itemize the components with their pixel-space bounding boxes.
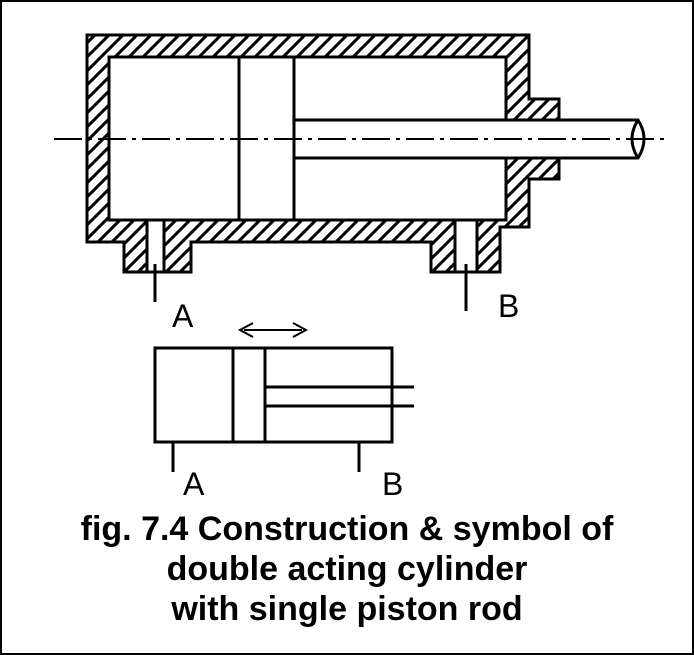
cylinder-diagram [54,33,664,472]
caption-line-2: double acting cylinder [166,550,528,588]
construction-port-b-label: B [498,288,520,324]
symbol-port-a-label: A [183,466,205,502]
cylinder-symbol [153,322,414,472]
arrow-head-right [292,322,309,338]
symbol-port-b-label: B [382,466,404,502]
arrow-head-left [237,322,254,338]
caption-line-1: fig. 7.4 Construction & symbol of [80,510,614,548]
cylinder-construction [54,33,664,311]
symbol-barrel [153,346,394,444]
caption-line-3: with single piston rod [171,590,523,628]
construction-port-a-label: A [172,298,194,334]
figure-caption: fig. 7.4 Construction & symbol of double… [2,509,692,629]
